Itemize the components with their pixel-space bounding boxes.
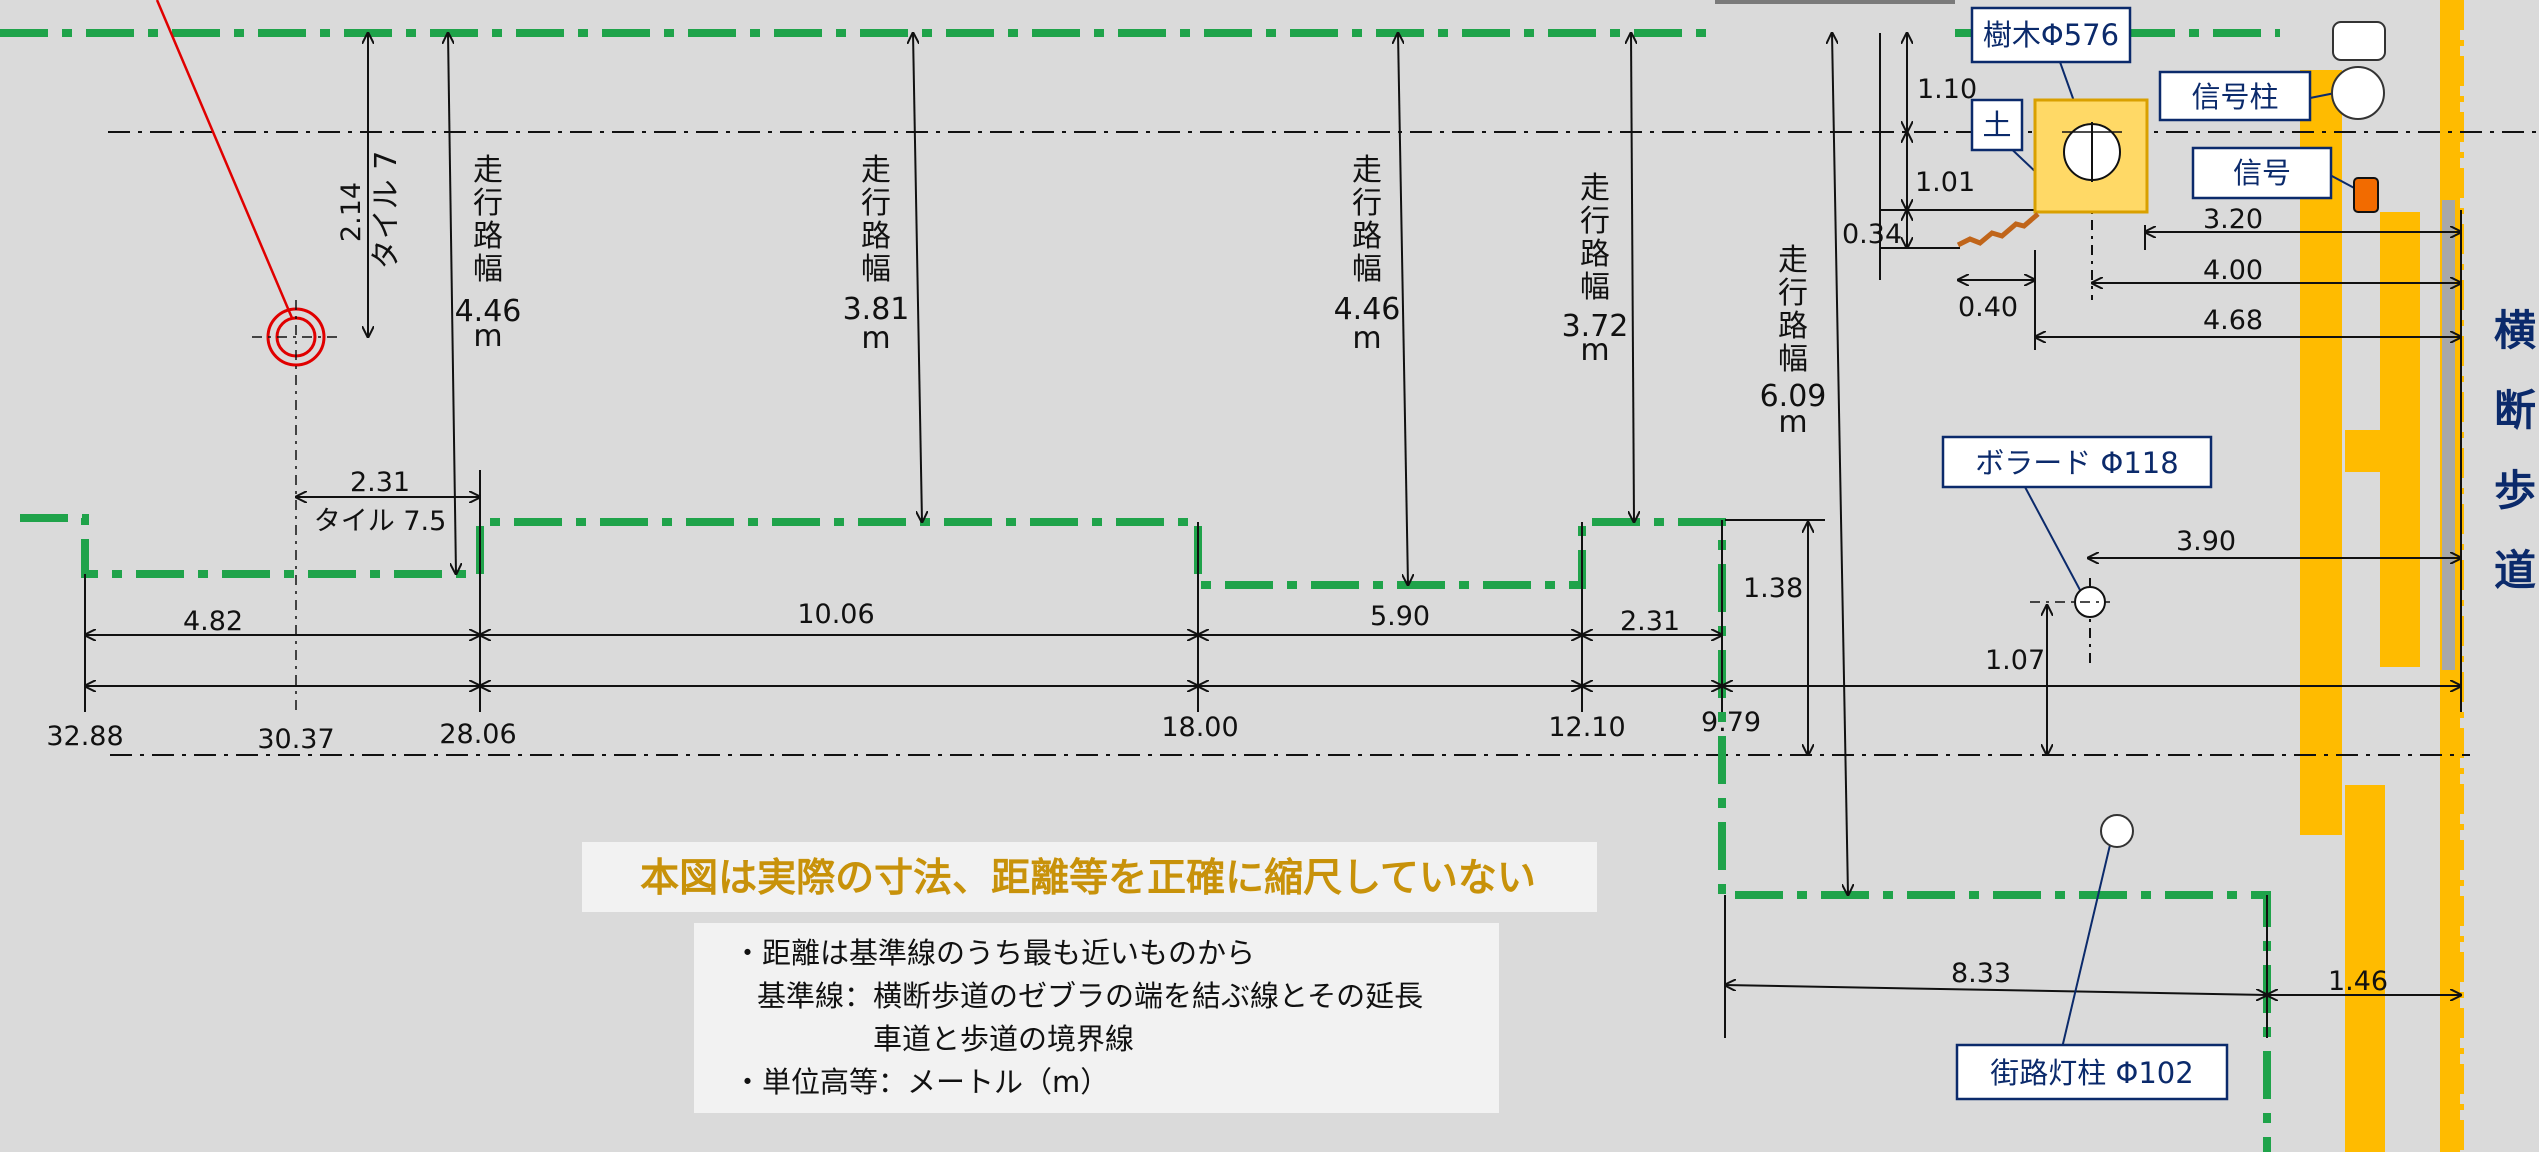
tile75-text: タイル 7.5 [314,506,447,537]
svg-text:6.09: 6.09 [1760,379,1827,414]
svg-text:路: 路 [1580,237,1610,272]
road-width-label-2: 走 行 路 幅 3.81 m [843,153,910,356]
svg-text:断: 断 [2494,386,2536,435]
note-line-1: ・距離は基準線のうち最も近いものから [733,936,1255,970]
road-width-label-1: 走 行 路 幅 4.46 m [455,153,522,354]
soil-label: 土 [1982,108,2011,142]
svg-text:3.72: 3.72 [1562,309,1629,344]
dimension-arrows [85,33,2461,995]
tile7-value: 2.14 [336,182,367,242]
svg-text:幅: 幅 [1580,270,1610,305]
tile75-value: 2.31 [350,467,410,498]
svg-text:1.10: 1.10 [1917,74,1977,105]
svg-text:幅: 幅 [473,252,503,287]
svg-text:0.40: 0.40 [1958,292,2018,323]
svg-text:m: m [473,319,502,354]
svg-text:4.68: 4.68 [2203,305,2263,336]
svg-text:32.88: 32.88 [46,721,123,752]
svg-text:4.46: 4.46 [1334,292,1401,327]
svg-text:行: 行 [1352,186,1382,221]
svg-text:4.82: 4.82 [183,606,243,637]
svg-text:路: 路 [1352,219,1382,254]
svg-text:幅: 幅 [1778,342,1808,377]
svg-text:路: 路 [861,219,891,254]
svg-text:3.81: 3.81 [843,292,910,327]
road-width-label-5: 走 行 路 幅 6.09 m [1760,243,1827,440]
road-width-label-4: 走 行 路 幅 3.72 m [1562,171,1629,368]
signal-box-icon [2332,21,2386,61]
svg-text:30.37: 30.37 [257,724,334,755]
signal-pole-icon [2331,66,2385,120]
svg-text:12.10: 12.10 [1548,712,1625,743]
svg-text:1.38: 1.38 [1743,573,1803,604]
building-edge [1715,0,1955,4]
svg-text:8.33: 8.33 [1951,958,2011,989]
streetlight-icon [2100,814,2134,848]
svg-text:幅: 幅 [1352,252,1382,287]
notes-box [694,923,1499,1113]
svg-text:m: m [1778,405,1807,440]
svg-text:走: 走 [1580,171,1610,206]
svg-text:道: 道 [2494,546,2536,595]
svg-text:0.34: 0.34 [1842,219,1902,250]
svg-text:3.90: 3.90 [2176,526,2236,557]
svg-text:4.00: 4.00 [2203,255,2263,286]
svg-text:行: 行 [861,186,891,221]
svg-text:1.46: 1.46 [2328,966,2388,997]
signal-label: 信号 [2233,156,2291,190]
note-line-2: 基準線：横断歩道のゼブラの端を結ぶ線とその延長 [757,979,1423,1013]
tree-marker [2033,98,2149,214]
tile7-text: タイル 7 [369,151,404,270]
streetlight-label: 街路灯柱 Φ102 [1990,1056,2193,1090]
svg-text:行: 行 [1778,276,1808,311]
svg-text:m: m [1580,333,1609,368]
note-line-4: ・単位高等：メートル（m） [733,1065,1109,1099]
svg-text:走: 走 [473,153,503,188]
svg-text:1.01: 1.01 [1915,167,1975,198]
warning-text: 本図は実際の寸法、距離等を正確に縮尺していない [640,856,1536,901]
svg-text:1.07: 1.07 [1985,645,2045,676]
signal-pole-label: 信号柱 [2191,80,2278,114]
note-line-3: 車道と歩道の境界線 [873,1022,1134,1056]
bollard-label: ボラード Φ118 [1975,446,2178,480]
svg-text:3.20: 3.20 [2203,204,2263,235]
road-width-label-3: 走 行 路 幅 4.46 m [1334,153,1401,356]
svg-text:横: 横 [2494,306,2536,355]
svg-text:歩: 歩 [2494,466,2536,515]
svg-text:路: 路 [473,219,503,254]
svg-text:路: 路 [1778,309,1808,344]
tree-label: 樹木Φ576 [1983,18,2119,52]
svg-text:m: m [1352,321,1381,356]
svg-text:行: 行 [1580,204,1610,239]
svg-text:5.90: 5.90 [1370,601,1430,632]
svg-text:走: 走 [861,153,891,188]
svg-text:走: 走 [1352,153,1382,188]
svg-text:幅: 幅 [861,252,891,287]
svg-text:4.46: 4.46 [455,294,522,329]
dimension-values: 4.82 10.06 5.90 2.31 32.88 30.37 28.06 1… [46,74,2388,997]
svg-text:18.00: 18.00 [1161,712,1238,743]
svg-text:行: 行 [473,186,503,221]
target-marker [155,0,340,712]
svg-text:2.31: 2.31 [1620,606,1680,637]
signal-icon [2353,177,2379,213]
svg-text:28.06: 28.06 [439,719,516,750]
label-boxes [1941,6,2333,1101]
root-crack [1956,212,2040,248]
svg-text:走: 走 [1778,243,1808,278]
svg-text:10.06: 10.06 [797,599,874,630]
warning-box [582,842,1597,912]
crosswalk-label: 横 断 歩 道 [2494,306,2536,595]
svg-text:m: m [861,321,890,356]
svg-text:9.79: 9.79 [1701,707,1761,738]
